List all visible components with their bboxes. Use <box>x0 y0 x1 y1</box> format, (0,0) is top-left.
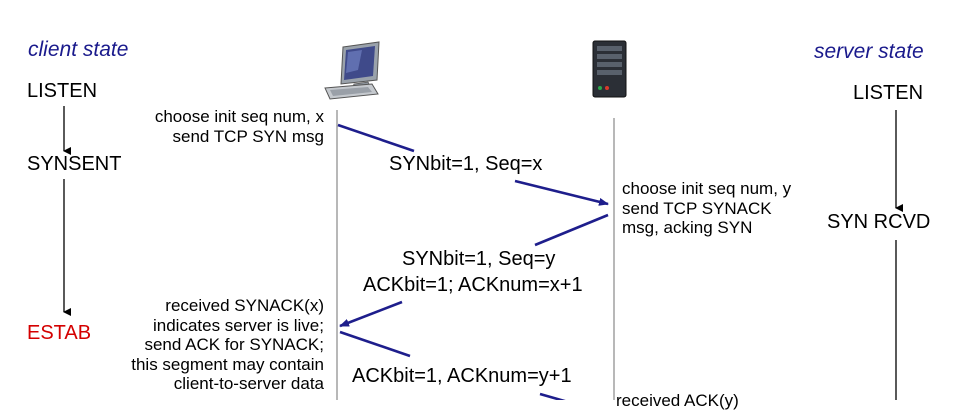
desktop-computer-icon <box>324 41 380 100</box>
ack-arrow-segment-2 <box>539 392 566 400</box>
message-ack-label: ACKbit=1, ACKnum=y+1 <box>352 365 572 387</box>
client-state-synsent: SYNSENT <box>27 153 122 175</box>
server-tower-icon <box>592 40 627 98</box>
client-state-listen: LISTEN <box>27 80 98 102</box>
server-note-ack: received ACK(y) <box>616 391 739 410</box>
server-state-header: server state <box>814 40 924 63</box>
diagram-lines <box>63 40 903 400</box>
client-note-init: choose init seq num, x send TCP SYN msg <box>154 107 324 146</box>
ack-arrow-segment-1 <box>339 330 411 358</box>
server-state-syn-rcvd: SYN RCVD <box>827 211 931 233</box>
synack-arrow-segment-2 <box>339 300 403 328</box>
client-state-header: client state <box>28 38 129 61</box>
client-note-synack: received SYNACK(x) indicates server is l… <box>131 296 324 394</box>
message-synack-label-2: ACKbit=1; ACKnum=x+1 <box>363 274 583 296</box>
message-syn-label: SYNbit=1, Seq=x <box>389 153 543 175</box>
client-state-estab: ESTAB <box>27 322 92 344</box>
message-synack-label-1: SYNbit=1, Seq=y <box>402 248 556 270</box>
syn-arrow-segment-2 <box>514 179 609 206</box>
server-state-listen: LISTEN <box>853 82 924 104</box>
tcp-handshake-diagram: client state server state LISTEN SYNSENT… <box>27 38 931 410</box>
synack-arrow-segment-1 <box>534 213 609 247</box>
server-note-init: choose init seq num, y send TCP SYNACK m… <box>622 179 792 238</box>
syn-arrow-segment-1 <box>337 123 415 153</box>
